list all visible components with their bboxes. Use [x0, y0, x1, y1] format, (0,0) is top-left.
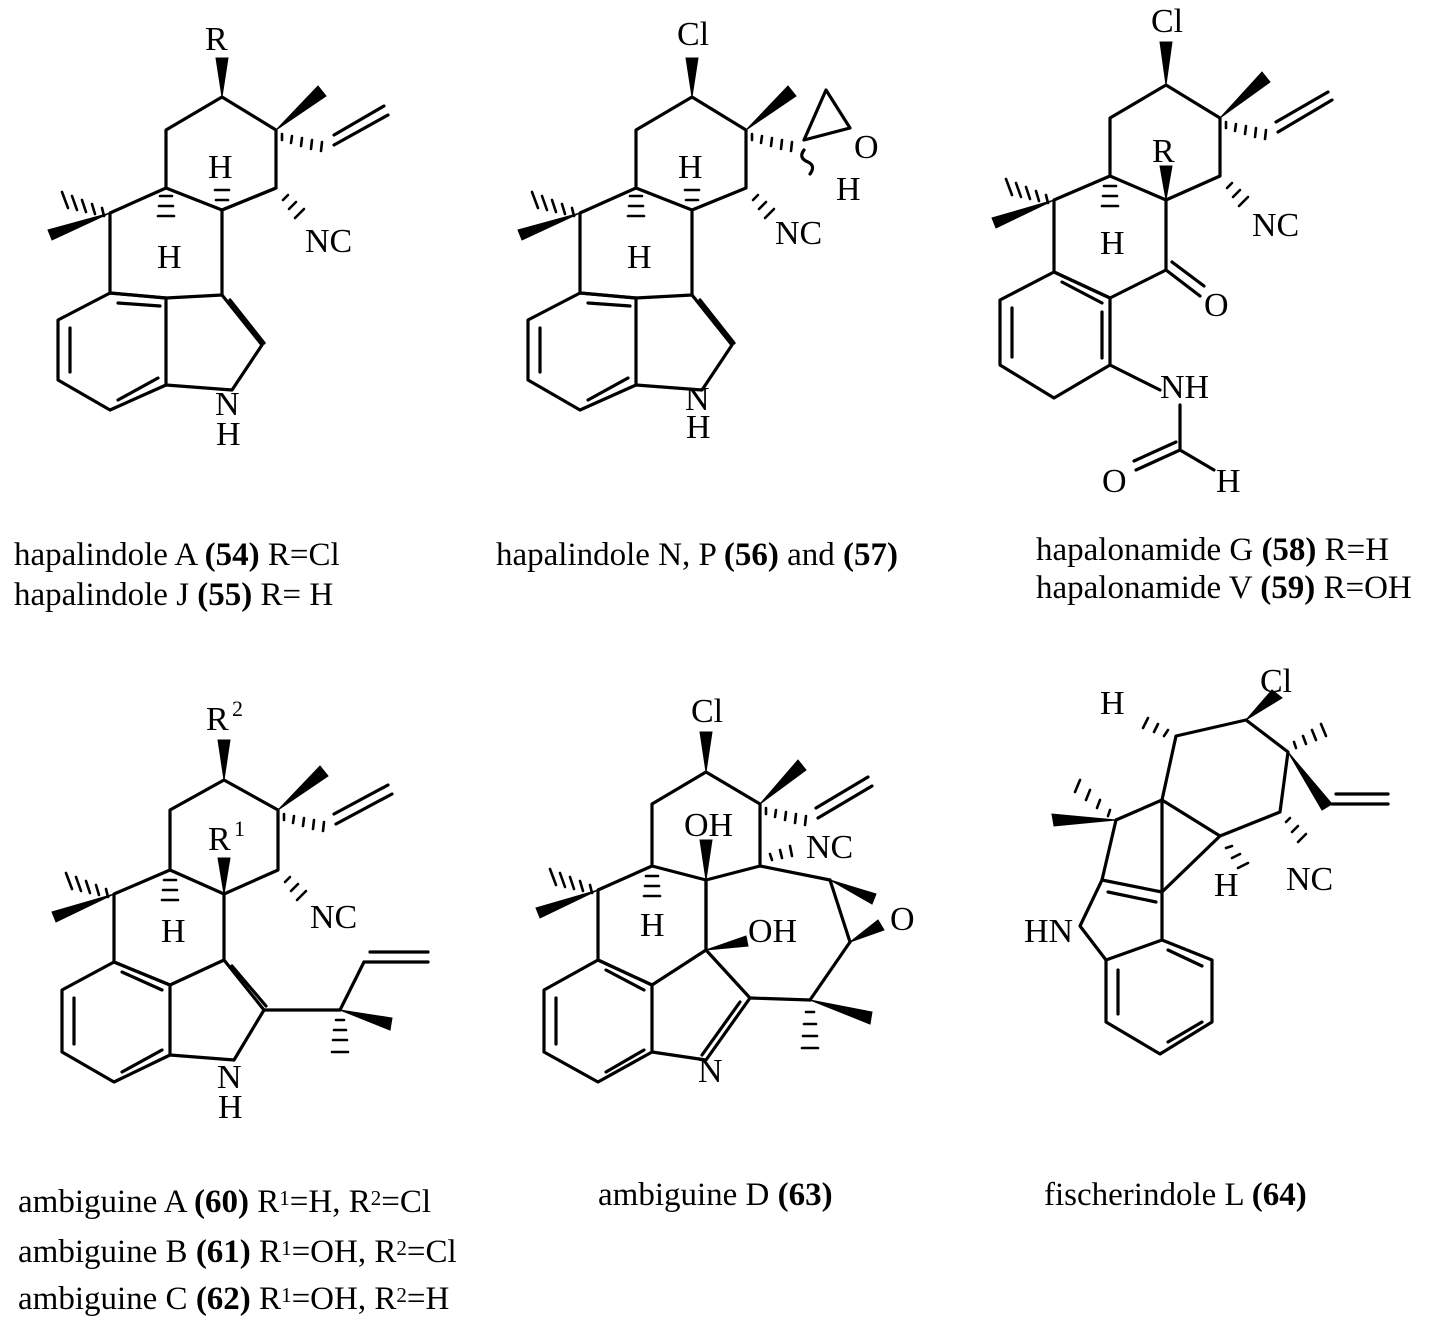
r1-label: R: [208, 821, 231, 858]
caption-ambiguine-a: ambiguine A (60) R1=H, R2=Cl: [18, 1184, 431, 1220]
h-label: H: [1214, 867, 1239, 904]
h-label: H: [157, 239, 182, 276]
caption-hapalonamide-g: hapalonamide G (58) R=H: [1036, 532, 1390, 568]
structure-ambiguine-d: Cl OH OH NC O H N: [535, 693, 915, 1090]
h-label: H: [640, 907, 665, 944]
nc-label: NC: [775, 215, 822, 252]
cl-label: Cl: [677, 16, 709, 53]
o-label: O: [1102, 463, 1127, 500]
nc-label: NC: [310, 899, 357, 936]
hn-label: HN: [1024, 913, 1073, 950]
o-label: O: [1204, 287, 1229, 324]
oh-label: OH: [684, 807, 733, 844]
h-label: H: [1100, 225, 1125, 262]
h-label: H: [678, 149, 703, 186]
o-label: O: [890, 901, 915, 938]
caption-hapalindole-a: hapalindole A (54) R=Cl: [14, 537, 340, 573]
h-label: H: [836, 171, 861, 208]
h-label: H: [627, 239, 652, 276]
cl-label: Cl: [1260, 663, 1292, 700]
caption-hapalindole-n-p: hapalindole N, P (56) and (57): [496, 537, 899, 573]
caption-ambiguine-b: ambiguine B (61) R1=OH, R2=Cl: [18, 1234, 457, 1270]
caption-ambiguine-c: ambiguine C (62) R1=OH, R2=H: [18, 1281, 450, 1317]
caption-hapalindole-j: hapalindole J (55) R= H: [14, 577, 334, 613]
h-label: H: [161, 913, 186, 950]
structure-hapalindole-a: R H H NC N H: [47, 21, 390, 453]
structure-fischerindole-l: Cl H H NC HN: [1024, 663, 1390, 1056]
r1-superscript: 1: [234, 816, 245, 841]
r-label: R: [205, 21, 228, 58]
cl-label: Cl: [1151, 3, 1183, 40]
n-label: N: [217, 1059, 242, 1096]
nc-label: NC: [305, 223, 352, 260]
h-label: H: [208, 149, 233, 186]
structure-hapalonamide-g: Cl R H NC O NH O H: [991, 3, 1334, 500]
structure-ambiguine-a: R 2 R 1 H NC N H: [51, 696, 430, 1126]
cl-label: Cl: [691, 693, 723, 730]
caption-hapalonamide-v: hapalonamide V (59) R=OH: [1036, 570, 1412, 606]
r-label: R: [1152, 133, 1175, 170]
h-label: H: [1100, 685, 1125, 722]
nc-label: NC: [806, 829, 853, 866]
n-label: N: [698, 1053, 723, 1090]
nh-label: H: [216, 416, 241, 453]
nc-label: NC: [1286, 861, 1333, 898]
n-label: N: [685, 381, 710, 418]
r2-superscript: 2: [232, 696, 243, 721]
nh-label: NH: [1160, 369, 1209, 406]
oh-label: OH: [748, 913, 797, 950]
o-label: O: [854, 129, 879, 166]
structure-hapalindole-n: Cl O H H H NC N H: [517, 16, 879, 446]
nh-label: H: [686, 409, 711, 446]
nc-label: NC: [1252, 207, 1299, 244]
caption-fischerindole-l: fischerindole L (64): [1044, 1177, 1307, 1213]
n-label: N: [215, 386, 240, 423]
caption-ambiguine-d: ambiguine D (63): [598, 1177, 833, 1213]
h-label: H: [1216, 463, 1241, 500]
r2-label: R: [206, 701, 229, 738]
nh-label: H: [218, 1089, 243, 1126]
